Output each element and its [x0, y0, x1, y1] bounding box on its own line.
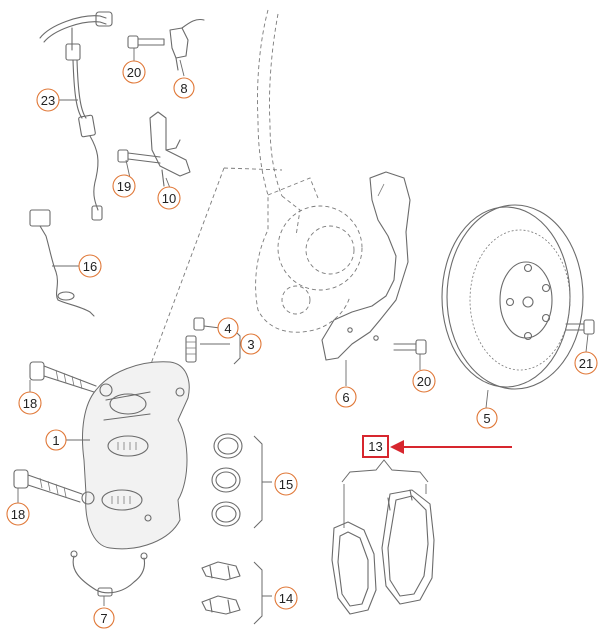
- guide-pin-set-part[interactable]: [201, 561, 241, 615]
- wear-sensor-wire-part[interactable]: [29, 209, 95, 317]
- callout-number: 20: [417, 374, 431, 389]
- callout-number: 16: [83, 259, 97, 274]
- callout-ring: [476, 407, 498, 429]
- callout-ring: [274, 586, 298, 610]
- caliper-bolt-part-upper[interactable]: [29, 361, 97, 393]
- callout-18[interactable]: 18: [6, 502, 30, 526]
- callout-ring: [157, 186, 181, 210]
- callout-number: 21: [579, 356, 593, 371]
- bracket-group-14: [253, 561, 272, 625]
- callout-number: 5: [483, 411, 490, 426]
- callout-ring: [45, 429, 67, 451]
- callout-ring: [240, 333, 262, 355]
- callout-ring: [173, 77, 195, 99]
- callout-number: 18: [23, 396, 37, 411]
- callout-16[interactable]: 16: [78, 254, 102, 278]
- bolt-part-20-lower[interactable]: [393, 339, 427, 355]
- callout-15[interactable]: 15: [274, 472, 298, 496]
- callout-number: 8: [180, 81, 187, 96]
- callout-number: 10: [162, 191, 176, 206]
- brake-pad-spring-part[interactable]: [70, 550, 148, 597]
- highlight-label: 13: [368, 439, 382, 454]
- callout-18[interactable]: 18: [18, 391, 42, 415]
- callout-20[interactable]: 20: [412, 369, 436, 393]
- brake-disc-part[interactable]: [441, 204, 584, 390]
- callout-4[interactable]: 4: [217, 317, 239, 339]
- callout-ring: [274, 472, 298, 496]
- bolt-part-19[interactable]: [117, 149, 161, 164]
- callout-ring: [217, 317, 239, 339]
- callout-ring: [412, 369, 436, 393]
- brake-pad-set-part[interactable]: [331, 489, 435, 615]
- bracket-group-13: [341, 459, 429, 483]
- callout-23[interactable]: 23: [36, 88, 60, 112]
- callout-ring: [122, 60, 146, 84]
- callout-10[interactable]: 10: [157, 186, 181, 210]
- callout-ring: [78, 254, 102, 278]
- callout-14[interactable]: 14: [274, 586, 298, 610]
- callout-number: 6: [342, 390, 349, 405]
- callout-number: 20: [127, 65, 141, 80]
- callout-number: 14: [279, 591, 293, 606]
- callout-21[interactable]: 21: [574, 351, 598, 375]
- splash-shield-part[interactable]: [321, 171, 411, 361]
- callout-number: 23: [41, 93, 55, 108]
- callout-ring: [93, 607, 115, 629]
- callout-ring: [18, 391, 42, 415]
- bracket-group-3: [233, 329, 246, 365]
- leader-lines: [17, 48, 589, 606]
- callout-number: 18: [11, 507, 25, 522]
- callout-number: 1: [52, 433, 59, 448]
- callout-ring: [574, 351, 598, 375]
- bracket-group-15: [253, 435, 272, 529]
- highlight-arrow: [390, 440, 512, 454]
- callout-number: 7: [100, 611, 107, 626]
- callout-1[interactable]: 1: [45, 429, 67, 451]
- brake-caliper-part[interactable]: [81, 361, 190, 550]
- bracket-part-8[interactable]: [169, 18, 205, 71]
- disc-screw-part[interactable]: [565, 319, 595, 335]
- callout-7[interactable]: 7: [93, 607, 115, 629]
- bolt-part-20-top[interactable]: [127, 35, 165, 49]
- callout-ring: [6, 502, 30, 526]
- callout-19[interactable]: 19: [112, 174, 136, 198]
- callout-5[interactable]: 5: [476, 407, 498, 429]
- caliper-bolt-part-lower[interactable]: [13, 469, 83, 503]
- callout-number: 19: [117, 179, 131, 194]
- callout-number: 4: [224, 321, 231, 336]
- callout-ring: [112, 174, 136, 198]
- callout-8[interactable]: 8: [173, 77, 195, 99]
- callout-3[interactable]: 3: [240, 333, 262, 355]
- seal-ring-set-part[interactable]: [211, 433, 243, 527]
- callout-ring: [335, 386, 357, 408]
- callout-number: 3: [247, 337, 254, 352]
- steering-knuckle-part[interactable]: [223, 9, 363, 333]
- highlight-callout-13[interactable]: 13: [362, 435, 389, 458]
- callout-20[interactable]: 20: [122, 60, 146, 84]
- callout-6[interactable]: 6: [335, 386, 357, 408]
- bracket-part-10[interactable]: [149, 111, 191, 187]
- bleeder-screw-part[interactable]: [185, 317, 205, 363]
- callout-number: 15: [279, 477, 293, 492]
- callout-ring: [36, 88, 60, 112]
- brake-hose-part[interactable]: [39, 11, 113, 221]
